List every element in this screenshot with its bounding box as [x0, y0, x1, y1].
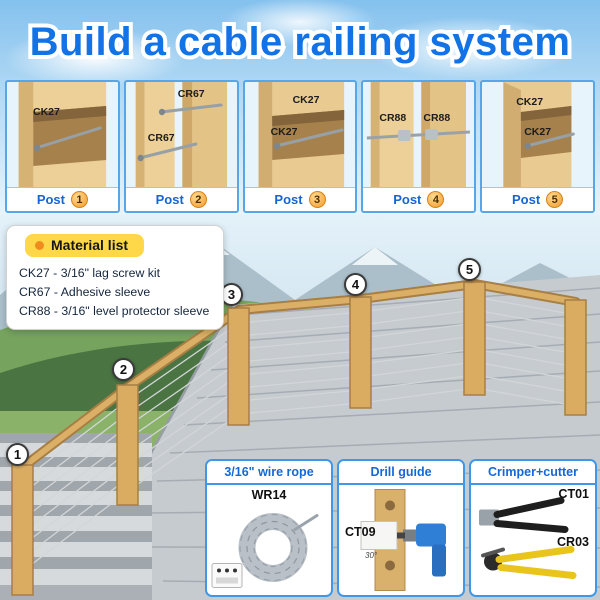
post-2-caption: Post 2 — [125, 187, 237, 211]
crimper-code: CT01 — [558, 487, 589, 501]
post-marker-2: 2 — [112, 358, 135, 381]
part-label: CK27 — [33, 106, 60, 118]
post-panel-2: CR67 CR67 Post 2 — [123, 80, 239, 213]
wood-post-icon — [367, 82, 471, 187]
posts-row: CK27 Post 1 CR67 CR67 — [0, 80, 600, 213]
post-4-caption: Post 4 — [363, 187, 475, 211]
part-label: CK27 — [524, 126, 552, 138]
drill-guide-card-body: CT09 30° — [339, 485, 463, 595]
material-item: CR88 - 3/16" level protector sleeve — [19, 303, 210, 318]
post-marker-5: 5 — [458, 258, 481, 281]
material-list: Material list CK27 - 3/16" lag screw kit… — [6, 225, 224, 330]
crimper-cutter-card: Crimper+cutter CT01 CR03 — [469, 459, 597, 597]
drill-guide-card: Drill guide CT09 30° — [337, 459, 465, 597]
wire-rope-card: 3/16" wire rope WR14 — [205, 459, 333, 597]
post-panel-1: CK27 Post 1 — [5, 80, 120, 213]
post-number-badge: 1 — [70, 191, 88, 208]
drill-guide-card-title: Drill guide — [339, 461, 463, 485]
post-1-caption: Post 1 — [7, 187, 118, 211]
page-title: Build a cable railing system — [30, 20, 571, 64]
wire-rope-card-body: WR14 — [207, 485, 331, 595]
drill-guide-code: CT09 — [345, 525, 376, 539]
post-number-badge: 5 — [546, 191, 564, 208]
wire-coil-icon — [211, 513, 319, 588]
part-label: CR88 — [379, 112, 407, 124]
post-word: Post — [274, 192, 303, 207]
post-2-illustration: CR67 CR67 — [126, 82, 237, 187]
railing-posts — [11, 281, 587, 596]
material-list-title: Material list — [51, 237, 129, 253]
post-panel-5: CK27 CK27 Post 5 — [480, 80, 595, 213]
post-3-illustration: CK27 CK27 — [245, 82, 356, 187]
post-5-caption: Post 5 — [482, 187, 593, 211]
railing-cables — [22, 296, 577, 572]
wire-rope-code: WR14 — [251, 488, 287, 502]
post-word: Post — [393, 192, 422, 207]
post-panel-4: CR88 CR88 Post 4 — [361, 80, 477, 213]
bullet-dot-icon — [35, 240, 44, 250]
part-label: CR88 — [423, 112, 451, 124]
crimper-cutter-icon — [479, 497, 577, 579]
post-marker-4: 4 — [344, 273, 367, 296]
part-label: CR67 — [177, 88, 205, 100]
stairs — [0, 433, 152, 600]
part-label: CK27 — [270, 126, 298, 138]
crimper-cutter-card-title: Crimper+cutter — [471, 461, 595, 485]
deck-scene: 1 2 3 4 5 Material list CK27 - 3/16" lag… — [0, 215, 600, 600]
wood-post-icon — [18, 82, 107, 187]
post-5-illustration: CK27 CK27 — [482, 82, 593, 187]
post-marker-1: 1 — [6, 443, 29, 466]
material-item: CR67 - Adhesive sleeve — [19, 284, 151, 299]
wood-post-icon — [258, 82, 344, 187]
post-3-caption: Post 3 — [244, 187, 356, 211]
post-panel-3: CK27 CK27 Post 3 — [242, 80, 358, 213]
post-4-illustration: CR88 CR88 — [363, 82, 474, 187]
material-item: CK27 - 3/16" lag screw kit — [19, 265, 161, 280]
wood-post-icon — [135, 82, 227, 187]
post-number-badge: 3 — [308, 191, 326, 208]
drill-guide-icon — [360, 489, 446, 591]
post-number-badge: 4 — [427, 191, 445, 208]
wire-rope-card-title: 3/16" wire rope — [207, 461, 331, 485]
part-label: CR67 — [147, 132, 175, 144]
post-word: Post — [512, 192, 541, 207]
cutter-code: CR03 — [557, 535, 589, 549]
crimper-cutter-card-body: CT01 CR03 — [471, 485, 595, 595]
accessory-cards: 3/16" wire rope WR14 — [205, 459, 597, 597]
drill-angle-label: 30° — [365, 551, 378, 560]
wood-post-icon — [503, 82, 576, 187]
post-word: Post — [155, 192, 184, 207]
post-number-badge: 2 — [189, 191, 207, 208]
post-word: Post — [36, 192, 65, 207]
part-label: CK27 — [516, 96, 544, 108]
title-art: Build a cable railing system — [26, 16, 574, 68]
part-label: CK27 — [292, 94, 320, 106]
material-list-header: Material list — [25, 234, 145, 257]
post-1-illustration: CK27 — [7, 82, 118, 187]
